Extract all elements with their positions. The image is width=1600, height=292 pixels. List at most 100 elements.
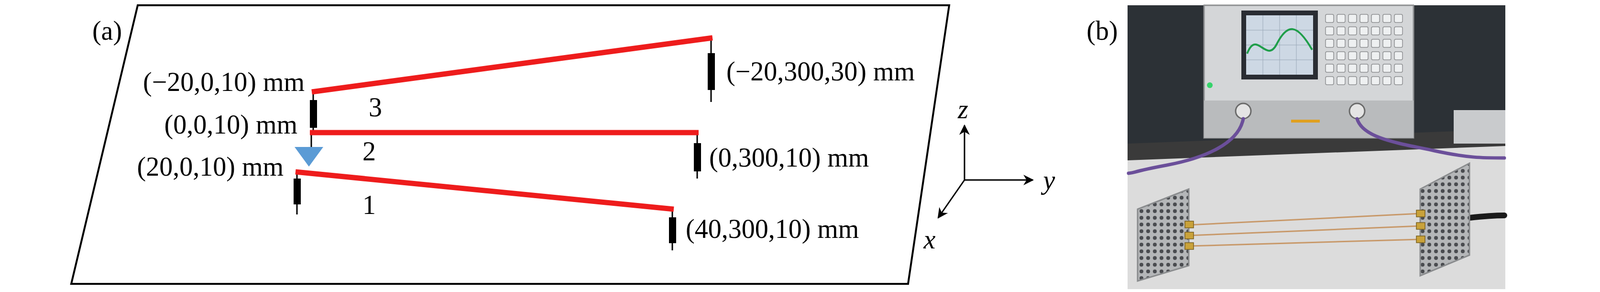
network-analyzer — [1382, 26, 1392, 35]
photo-panel — [1127, 143, 1506, 289]
network-analyzer — [1348, 39, 1357, 48]
axis-arrow — [964, 179, 1033, 181]
network-analyzer — [1359, 26, 1369, 35]
ground-plate — [1137, 188, 1189, 281]
network-analyzer — [1325, 51, 1334, 60]
coordinate-label: (40,300,10) mm — [685, 215, 859, 242]
network-analyzer — [1359, 76, 1369, 85]
network-analyzer — [1325, 64, 1334, 73]
ground-plane — [71, 5, 950, 284]
network-analyzer — [1336, 26, 1346, 35]
coordinate-label: (−20,0,10) mm — [142, 68, 305, 96]
network-analyzer — [1246, 15, 1314, 75]
test-wire — [1188, 225, 1421, 236]
network-analyzer — [1394, 39, 1403, 48]
network-analyzer — [1371, 76, 1380, 85]
axis-arrow — [938, 125, 1033, 218]
network-analyzer — [1325, 26, 1334, 35]
test-wire — [1188, 239, 1421, 246]
network-analyzer — [1247, 29, 1313, 54]
panel-label: (a) — [92, 17, 122, 44]
sma-connector — [1184, 220, 1194, 228]
network-analyzer — [1336, 51, 1346, 60]
transmission-line — [309, 130, 699, 136]
network-analyzer — [1359, 14, 1369, 23]
network-analyzer — [1394, 51, 1403, 60]
coordinate-label: (0,0,10) mm — [164, 110, 298, 138]
test-wire — [1188, 213, 1421, 225]
network-analyzer — [1348, 64, 1357, 73]
network-analyzer — [1359, 51, 1369, 60]
probe-body — [309, 99, 318, 128]
axis-label: x — [923, 225, 936, 253]
photo-panel — [1127, 5, 1506, 289]
axis-label: y — [1043, 166, 1056, 194]
network-analyzer — [1325, 14, 1334, 23]
sma-connector — [1416, 235, 1425, 243]
probe-body — [293, 178, 301, 205]
network-analyzer — [1394, 64, 1403, 73]
network-analyzer — [1382, 76, 1392, 85]
sma-connector — [1416, 222, 1425, 230]
network-analyzer — [1336, 64, 1346, 73]
network-analyzer — [1371, 26, 1380, 35]
probe-body — [693, 142, 702, 172]
line-number: 1 — [362, 191, 376, 219]
network-analyzer — [1336, 76, 1346, 85]
network-analyzer — [1336, 39, 1346, 48]
observation-marker — [294, 146, 324, 167]
network-analyzer — [1382, 39, 1392, 48]
coordinate-label: (−20,300,30) mm — [726, 57, 915, 85]
network-analyzer — [1382, 14, 1392, 23]
network-analyzer — [1325, 76, 1334, 85]
coordinate-label: (0,300,10) mm — [709, 143, 869, 171]
line-number: 3 — [368, 93, 383, 121]
sma-connector — [1184, 242, 1194, 250]
ground-plate — [1137, 163, 1470, 281]
probe-body — [668, 217, 677, 243]
network-analyzer — [1279, 15, 1281, 75]
network-analyzer — [1348, 26, 1357, 35]
transmission-line — [311, 37, 713, 92]
network-analyzer — [1371, 14, 1380, 23]
axis-arrow — [964, 125, 966, 180]
coaxial-cable — [1469, 215, 1505, 218]
network-analyzer — [1325, 39, 1334, 48]
network-analyzer — [1359, 39, 1369, 48]
network-analyzer — [1296, 15, 1297, 75]
network-analyzer — [1348, 14, 1357, 23]
axis-arrow — [938, 179, 965, 218]
ground-plane — [71, 5, 950, 284]
sma-connector — [1184, 231, 1194, 239]
network-analyzer — [1204, 5, 1414, 138]
coaxial-cable — [1357, 118, 1505, 158]
sma-connector — [1416, 209, 1425, 217]
network-analyzer — [1241, 10, 1318, 80]
network-analyzer — [1371, 39, 1380, 48]
probe-body — [293, 53, 715, 243]
network-analyzer — [1235, 103, 1251, 119]
probe-body — [707, 53, 715, 90]
network-analyzer — [1371, 51, 1380, 60]
network-analyzer — [1349, 103, 1365, 119]
observation-marker — [294, 146, 324, 167]
ground-plate — [1420, 163, 1470, 276]
photo-panel — [1127, 5, 1506, 289]
network-analyzer — [1246, 15, 1314, 75]
photo-panel — [1453, 109, 1506, 144]
network-analyzer — [1382, 51, 1392, 60]
line-number: 2 — [362, 137, 376, 165]
network-analyzer — [1262, 15, 1264, 75]
test-wire — [1188, 213, 1421, 246]
network-analyzer — [1394, 76, 1403, 85]
transmission-line — [295, 37, 713, 209]
sma-connector — [1184, 209, 1425, 250]
network-analyzer — [1394, 14, 1403, 23]
coordinate-label: (20,0,10) mm — [137, 153, 284, 180]
panel-label: (b) — [1086, 17, 1118, 44]
network-analyzer — [1394, 26, 1403, 35]
network-analyzer — [1359, 64, 1369, 73]
coaxial-cable — [1128, 118, 1244, 174]
network-analyzer — [1348, 51, 1357, 60]
network-analyzer — [1348, 76, 1357, 85]
